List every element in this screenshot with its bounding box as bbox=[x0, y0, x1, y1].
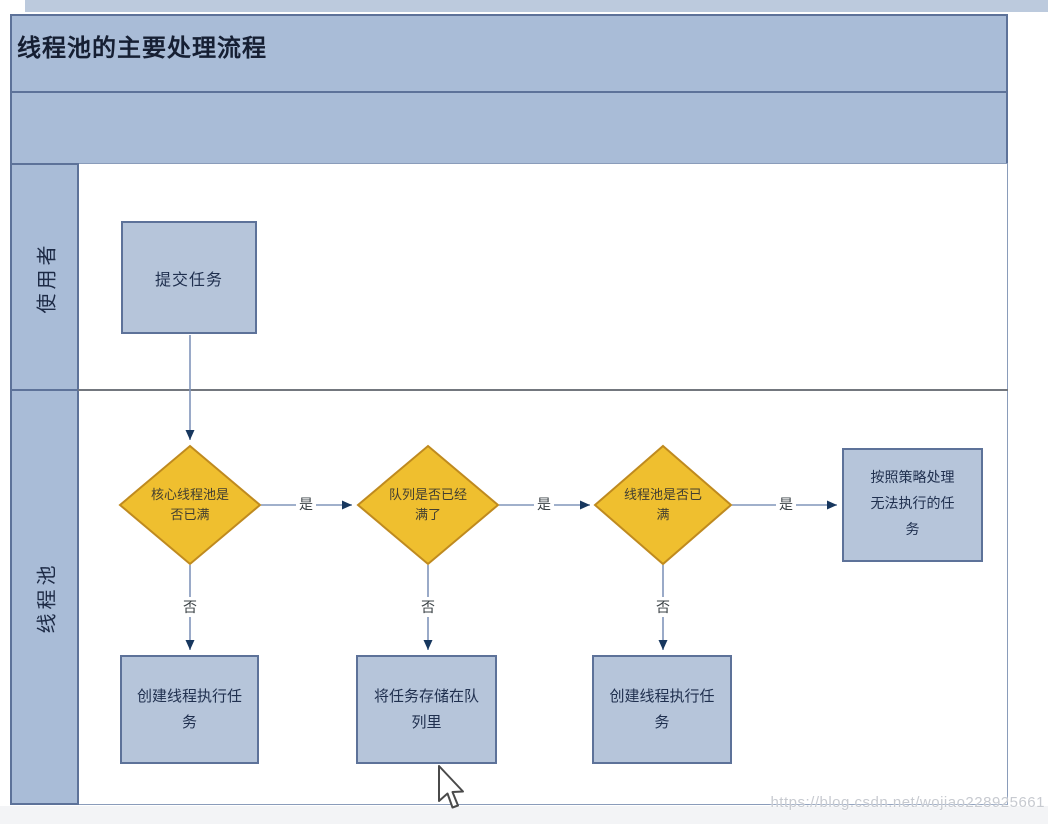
decision-core-full-label: 核心线程池是否已满 bbox=[150, 487, 229, 522]
edge-label-yes-3: 是 bbox=[776, 494, 796, 514]
lane-header-user: 使用者 bbox=[10, 163, 79, 391]
watermark-url: https://blog.csdn.net/wojiao228925661 bbox=[770, 794, 1045, 811]
diagram-title-bar: 线程池的主要处理流程 bbox=[10, 14, 1008, 93]
edge-label-yes-1: 是 bbox=[296, 494, 316, 514]
decision-queue-full-label: 队列是否已经满了 bbox=[388, 487, 467, 522]
node-policy: 按照策略处理无法执行的任务 bbox=[842, 448, 983, 562]
diagram-title: 线程池的主要处理流程 bbox=[17, 36, 267, 62]
top-strip bbox=[25, 0, 1048, 12]
node-store-queue-label: 将任务存储在队列里 bbox=[373, 688, 479, 731]
node-create-thread-2-label: 创建线程执行任务 bbox=[609, 688, 715, 731]
decision-pool-full-label: 线程池是否已满 bbox=[623, 487, 702, 522]
bottom-strip bbox=[0, 806, 1048, 824]
node-submit-task-label: 提交任务 bbox=[154, 271, 223, 289]
mouse-cursor-icon bbox=[438, 765, 464, 809]
node-create-thread-2: 创建线程执行任务 bbox=[592, 655, 732, 764]
node-create-thread-1-label: 创建线程执行任务 bbox=[136, 688, 242, 731]
edge-label-yes-2: 是 bbox=[534, 494, 554, 514]
node-store-queue: 将任务存储在队列里 bbox=[356, 655, 497, 764]
lane-divider bbox=[78, 389, 1008, 391]
edge-label-no-3: 否 bbox=[653, 597, 673, 617]
node-create-thread-1: 创建线程执行任务 bbox=[120, 655, 259, 764]
phase-band bbox=[10, 91, 1008, 165]
node-policy-label: 按照策略处理无法执行的任务 bbox=[870, 471, 955, 538]
node-submit-task: 提交任务 bbox=[121, 221, 257, 334]
edge-label-no-1: 否 bbox=[180, 597, 200, 617]
lane-header-pool: 线程池 bbox=[10, 389, 79, 805]
edge-label-no-2: 否 bbox=[418, 597, 438, 617]
lane-label-user: 使用者 bbox=[36, 241, 58, 313]
lane-label-pool: 线程池 bbox=[36, 561, 58, 633]
